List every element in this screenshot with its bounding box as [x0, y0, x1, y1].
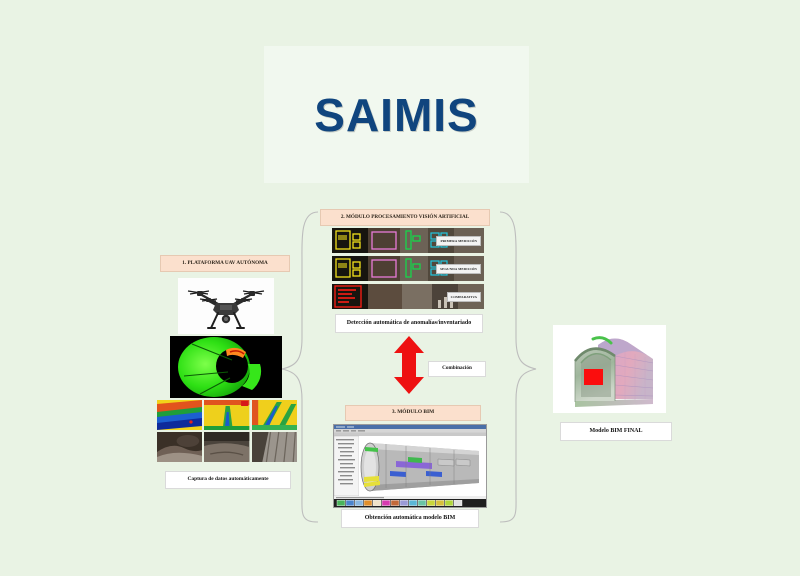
vision-strip-list: PRIMERA MEDICIÓN	[332, 228, 484, 309]
strip-image-1	[332, 228, 484, 253]
strip-tag-1: PRIMERA MEDICIÓN	[436, 235, 481, 246]
thermal-cell-1	[157, 400, 203, 430]
strip-tag-3: COMPARATIVA	[446, 291, 481, 302]
strip-tag-2: SEGUNDA MEDICIÓN	[436, 263, 481, 274]
bim-software-screenshot	[333, 424, 487, 508]
module-2-caption: Detección automática de anomalías/invent…	[335, 314, 483, 333]
vision-strip-comparativa: COMPARATIVA	[332, 284, 484, 309]
photo-cell-1	[157, 432, 203, 462]
final-tunnel-model	[553, 325, 666, 413]
vision-strip-segunda: SEGUNDA MEDICIÓN	[332, 256, 484, 281]
title-card: SAIMIS	[264, 46, 529, 183]
strip-image-2	[332, 256, 484, 281]
combination-label: Combinación	[428, 361, 486, 377]
vision-strip-primera: PRIMERA MEDICIÓN	[332, 228, 484, 253]
thermal-cell-3	[251, 400, 297, 430]
module-1-header: 1. PLATAFORMA UAV AUTÓNOMA	[160, 255, 290, 272]
module-2-header: 2. MÓDULO PROCESAMIENTO VISIÓN ARTIFICIA…	[320, 209, 490, 226]
tunnel-laser-scan-image	[170, 336, 282, 398]
module-3-header: 3. MÓDULO BIM	[345, 405, 481, 421]
bim-app-image	[334, 425, 486, 507]
page-title: SAIMIS	[314, 88, 479, 141]
thermal-cell-2	[204, 400, 250, 430]
capture-data-grid	[157, 400, 297, 462]
photo-cell-3	[251, 432, 297, 462]
module-1-caption: Captura de datos automáticamente	[165, 471, 291, 489]
drone-icon	[178, 278, 274, 334]
module-3-caption: Obtención automática modelo BIM	[341, 509, 479, 528]
photo-cell-2	[204, 432, 250, 462]
final-model-caption: Modelo BIM FINAL	[560, 422, 672, 441]
green-pointcloud	[170, 336, 282, 398]
drone-photo	[178, 278, 274, 334]
final-bim-model-image	[553, 325, 666, 413]
combination-double-arrow	[392, 336, 426, 394]
